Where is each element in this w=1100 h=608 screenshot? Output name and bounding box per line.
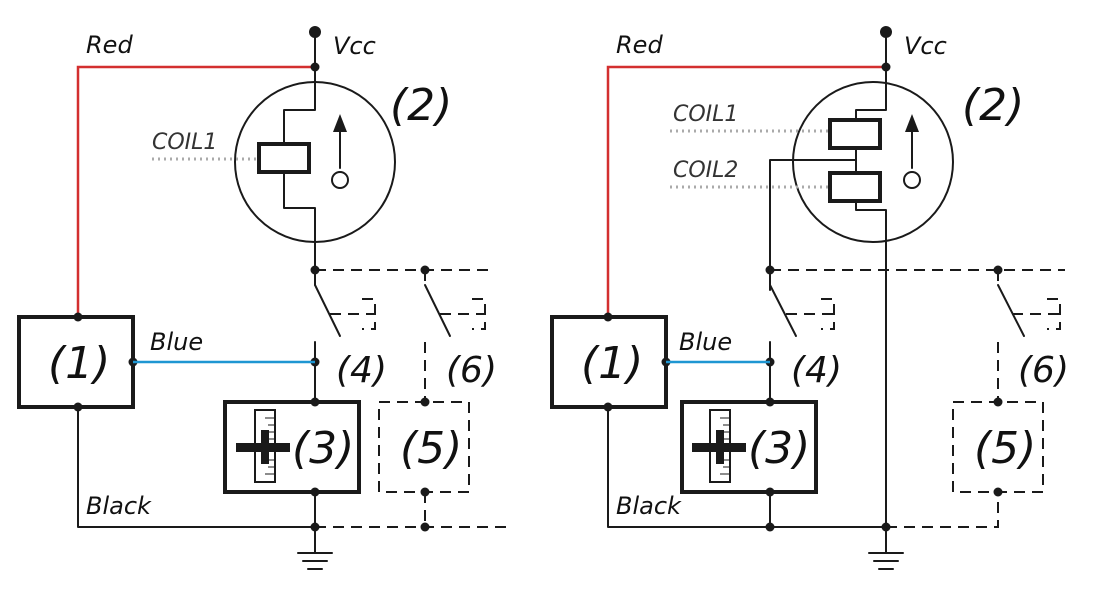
right-meter-icon <box>692 409 746 483</box>
left-switch6-bracket <box>472 298 486 330</box>
right-switch6-lever <box>997 284 1025 337</box>
right-relay-arrow-icon <box>905 114 919 132</box>
left-ground-icon <box>297 552 333 570</box>
left-switch4-bracket <box>362 298 376 330</box>
right-coil2-label: COIL2 <box>673 158 738 183</box>
right-black-wire <box>607 406 887 528</box>
left-red-label: Red <box>86 31 133 59</box>
right-vcc-label: Vcc <box>904 32 947 60</box>
right-red-label: Red <box>616 31 663 59</box>
left-blue-label: Blue <box>150 328 203 356</box>
right-diagram: Vcc Red (2) COIL1 COIL2 (4) <box>550 26 1069 570</box>
left-red-wire <box>76 65 315 317</box>
left-box3-top-terminal <box>310 397 320 407</box>
right-label-6: (6) <box>1018 350 1069 391</box>
right-label-1: (1) <box>581 338 643 389</box>
right-coil2-ground-wire <box>855 200 887 528</box>
left-label-3: (3) <box>292 423 354 474</box>
right-coil1-icon <box>828 118 882 150</box>
left-black-label: Black <box>86 492 152 520</box>
left-label-2: (2) <box>390 80 452 131</box>
right-red-wire <box>606 65 886 317</box>
left-meter-icon <box>236 409 290 483</box>
right-coil-tap-wire <box>769 159 857 291</box>
right-box1-red-terminal <box>603 312 613 322</box>
left-relay-contact-icon <box>331 171 349 189</box>
left-diagram: Vcc Red (2) COIL1 (4) (6) <box>17 26 512 570</box>
right-switch4-lever <box>769 284 797 337</box>
right-label-2: (2) <box>962 80 1024 131</box>
right-label-4: (4) <box>791 350 842 391</box>
left-switch6-lever <box>424 284 451 337</box>
left-vcc-label: Vcc <box>333 32 376 60</box>
left-box1-red-terminal <box>73 312 83 322</box>
left-label-4: (4) <box>336 350 387 391</box>
right-relay-circle <box>792 81 954 243</box>
right-label-3: (3) <box>748 423 810 474</box>
right-ground-icon <box>868 552 904 570</box>
right-black-label: Black <box>616 492 682 520</box>
right-red-junction <box>881 62 891 72</box>
left-relay-arrow-icon <box>333 114 347 132</box>
left-label-1: (1) <box>48 338 110 389</box>
left-box5-top-terminal <box>420 397 430 407</box>
right-coil2-icon <box>828 171 882 203</box>
right-box-1 <box>550 315 668 409</box>
right-blue-label: Blue <box>679 328 732 356</box>
right-box3-ground-junction <box>765 522 775 532</box>
right-relay-contact-icon <box>903 171 921 189</box>
right-box5-top-terminal <box>993 397 1003 407</box>
left-switch4-lever <box>314 284 341 337</box>
left-label-5: (5) <box>400 423 462 474</box>
right-box3-top-terminal <box>765 397 775 407</box>
left-box-1 <box>17 315 135 409</box>
left-coil1-icon <box>257 142 311 174</box>
right-switch4-bracket <box>821 298 835 330</box>
left-coil1-label: COIL1 <box>152 130 217 155</box>
left-box5-ground-junction <box>420 522 430 532</box>
right-dashed-bottom-bus <box>886 492 999 528</box>
left-label-6: (6) <box>446 350 497 391</box>
right-relay-top-wire <box>855 81 887 121</box>
right-coil1-label: COIL1 <box>673 102 738 127</box>
right-label-5: (5) <box>974 423 1036 474</box>
right-switch6-bracket <box>1047 298 1061 330</box>
left-red-junction <box>310 62 320 72</box>
left-black-wire <box>77 406 316 528</box>
